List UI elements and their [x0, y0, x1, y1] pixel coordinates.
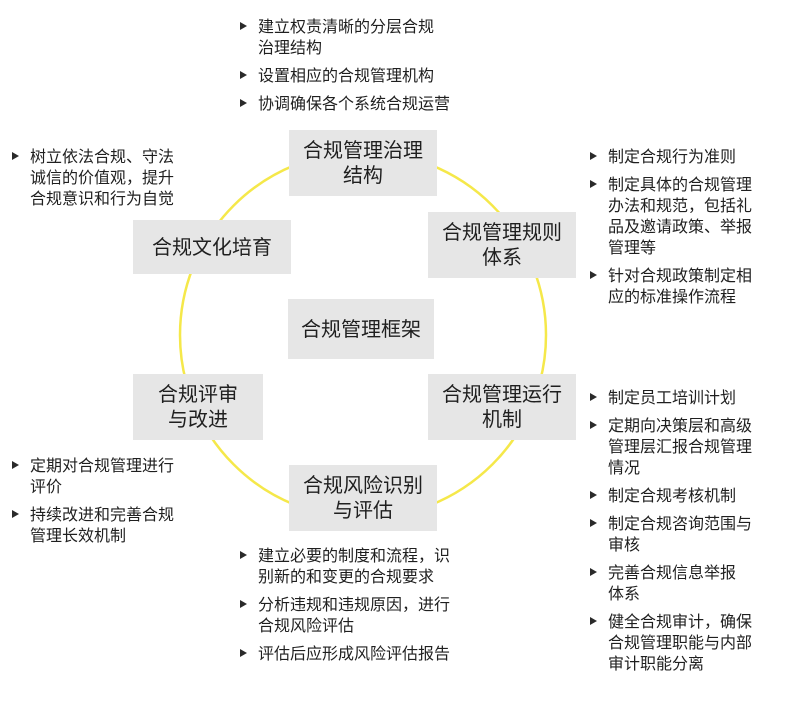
bullet-icon [590, 271, 597, 279]
list-item: 完善合规信息举报 体系 [588, 562, 788, 604]
bullet-icon [240, 551, 247, 559]
node-governance-label: 合规管理治理 结构 [303, 138, 423, 187]
node-rules: 合规管理规则 体系 [428, 212, 576, 278]
list-item: 设置相应的合规管理机构 [238, 65, 508, 86]
list-item: 评估后应形成风险评估报告 [238, 643, 500, 664]
list-item-text: 制定具体的合规管理 办法和规范，包括礼 品及邀请政策、举报 管理等 [608, 175, 753, 257]
list-item-text: 分析违规和违规原因，进行 合规风险评估 [258, 595, 451, 635]
list-item-text: 定期对合规管理进行 评价 [30, 456, 175, 496]
bullet-icon [590, 491, 597, 499]
list-rules: 制定合规行为准则制定具体的合规管理 办法和规范，包括礼 品及邀请政策、举报 管理… [588, 146, 788, 314]
list-item-text: 制定合规考核机制 [608, 486, 737, 505]
list-item: 制定合规行为准则 [588, 146, 788, 167]
bullet-icon [240, 649, 247, 657]
bullet-icon [590, 152, 597, 160]
list-item: 树立依法合规、守法 诚信的价值观，提升 合规意识和行为自觉 [10, 146, 215, 209]
list-item-text: 设置相应的合规管理机构 [258, 66, 435, 85]
center-node-label: 合规管理框架 [301, 316, 421, 341]
bullet-icon [240, 99, 247, 107]
list-item: 制定具体的合规管理 办法和规范，包括礼 品及邀请政策、举报 管理等 [588, 174, 788, 258]
list-review: 定期对合规管理进行 评价持续改进和完善合规 管理长效机制 [10, 455, 215, 553]
list-item-text: 制定员工培训计划 [608, 388, 737, 407]
node-rules-label: 合规管理规则 体系 [442, 220, 562, 269]
list-item: 建立必要的制度和流程，识 别新的和变更的合规要求 [238, 545, 500, 587]
node-review: 合规评审 与改进 [133, 374, 263, 440]
node-operation: 合规管理运行 机制 [428, 374, 576, 440]
list-item: 定期向决策层和高级 管理层汇报合规管理 情况 [588, 415, 788, 478]
list-item: 健全合规审计，确保 合规管理职能与内部 审计职能分离 [588, 611, 788, 674]
bullet-icon [590, 519, 597, 527]
bullet-icon [240, 71, 247, 79]
bullet-icon [240, 600, 247, 608]
node-operation-label: 合规管理运行 机制 [442, 382, 562, 431]
list-item-text: 树立依法合规、守法 诚信的价值观，提升 合规意识和行为自觉 [30, 147, 175, 208]
bullet-icon [12, 510, 19, 518]
list-item-text: 针对合规政策制定相 应的标准操作流程 [608, 266, 753, 306]
bullet-icon [590, 393, 597, 401]
node-culture: 合规文化培育 [133, 220, 291, 274]
list-item-text: 建立权责清晰的分层合规 治理结构 [258, 17, 435, 57]
list-risk: 建立必要的制度和流程，识 别新的和变更的合规要求分析违规和违规原因，进行 合规风… [238, 545, 500, 671]
list-item-text: 完善合规信息举报 体系 [608, 563, 737, 603]
list-item-text: 协调确保各个系统合规运营 [258, 94, 451, 113]
list-item: 制定合规咨询范围与 审核 [588, 513, 788, 555]
bullet-icon [590, 568, 597, 576]
list-item-text: 持续改进和完善合规 管理长效机制 [30, 505, 175, 545]
node-culture-label: 合规文化培育 [152, 234, 272, 259]
bullet-icon [12, 461, 19, 469]
node-risk: 合规风险识别 与评估 [289, 465, 437, 531]
center-node: 合规管理框架 [288, 299, 434, 359]
list-item: 协调确保各个系统合规运营 [238, 93, 508, 114]
bullet-icon [240, 22, 247, 30]
list-item-text: 制定合规行为准则 [608, 147, 737, 166]
list-item-text: 定期向决策层和高级 管理层汇报合规管理 情况 [608, 416, 753, 477]
node-review-label: 合规评审 与改进 [158, 382, 238, 431]
list-item: 制定员工培训计划 [588, 387, 788, 408]
bullet-icon [590, 180, 597, 188]
bullet-icon [590, 421, 597, 429]
list-culture: 树立依法合规、守法 诚信的价值观，提升 合规意识和行为自觉 [10, 146, 215, 216]
node-governance: 合规管理治理 结构 [289, 130, 437, 196]
bullet-icon [590, 617, 597, 625]
list-item: 持续改进和完善合规 管理长效机制 [10, 504, 215, 546]
list-item: 分析违规和违规原因，进行 合规风险评估 [238, 594, 500, 636]
node-risk-label: 合规风险识别 与评估 [303, 473, 423, 522]
list-item-text: 制定合规咨询范围与 审核 [608, 514, 753, 554]
list-item-text: 健全合规审计，确保 合规管理职能与内部 审计职能分离 [608, 612, 753, 673]
list-item: 制定合规考核机制 [588, 485, 788, 506]
list-operation: 制定员工培训计划定期向决策层和高级 管理层汇报合规管理 情况制定合规考核机制制定… [588, 387, 788, 681]
list-item-text: 评估后应形成风险评估报告 [258, 644, 451, 663]
list-item: 针对合规政策制定相 应的标准操作流程 [588, 265, 788, 307]
list-item: 定期对合规管理进行 评价 [10, 455, 215, 497]
list-item-text: 建立必要的制度和流程，识 别新的和变更的合规要求 [258, 546, 451, 586]
list-governance: 建立权责清晰的分层合规 治理结构设置相应的合规管理机构协调确保各个系统合规运营 [238, 16, 508, 121]
list-item: 建立权责清晰的分层合规 治理结构 [238, 16, 508, 58]
bullet-icon [12, 152, 19, 160]
